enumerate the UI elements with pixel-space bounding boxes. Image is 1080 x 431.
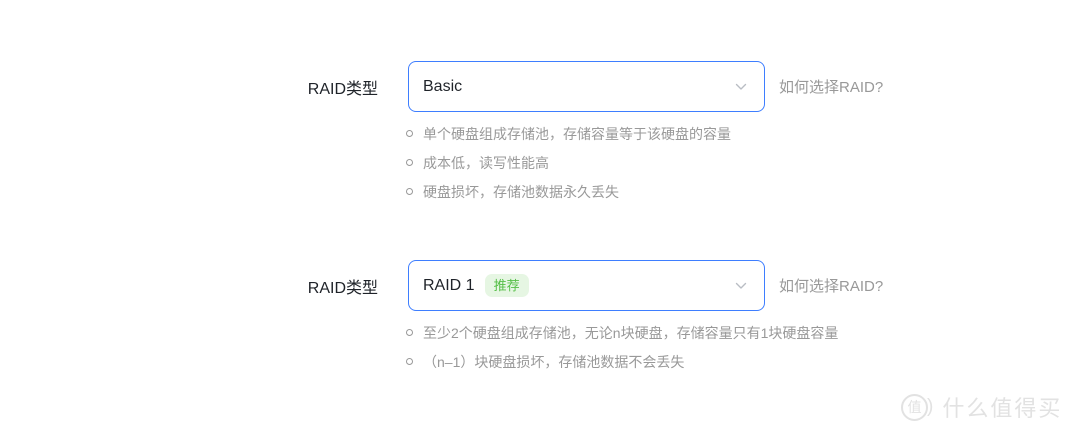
smzdm-watermark: 值 ) 什么值得买: [901, 391, 1062, 423]
bullet-text: 单个硬盘组成存储池，存储容量等于该硬盘的容量: [423, 125, 731, 142]
raid-help-link[interactable]: 如何选择RAID?: [779, 278, 884, 295]
raid-type-label: RAID类型: [307, 279, 378, 297]
list-item: （n–1）块硬盘损坏，存储池数据不会丢失: [406, 347, 838, 376]
bullet-text: 硬盘损坏，存储池数据永久丢失: [423, 183, 619, 200]
chevron-down-icon: [735, 282, 747, 289]
raid-type-select[interactable]: Basic: [408, 61, 765, 112]
bullet-text: 成本低，读写性能高: [423, 154, 549, 171]
smzdm-logo-paren: ): [927, 396, 934, 417]
raid-type-label: RAID类型: [307, 80, 378, 98]
raid-help-link[interactable]: 如何选择RAID?: [779, 79, 884, 96]
bullet-text: 至少2个硬盘组成存储池，无论n块硬盘，存储容量只有1块硬盘容量: [423, 324, 839, 341]
raid-type-row-basic: RAID类型 Basic 如何选择RAID?: [0, 61, 1080, 112]
bullet-text: （n–1）块硬盘损坏，存储池数据不会丢失: [423, 353, 685, 370]
bullet-icon: [406, 358, 413, 365]
watermark-text: 什么值得买: [942, 396, 1063, 421]
raid-description-list: 至少2个硬盘组成存储池，无论n块硬盘，存储容量只有1块硬盘容量 （n–1）块硬盘…: [406, 318, 838, 376]
bullet-icon: [406, 130, 413, 137]
bullet-icon: [406, 329, 413, 336]
bullet-icon: [406, 159, 413, 166]
chevron-down-icon: [735, 83, 747, 90]
raid-type-select[interactable]: RAID 1 推荐: [408, 260, 765, 311]
bullet-icon: [406, 188, 413, 195]
raid-type-row-raid1: RAID类型 RAID 1 推荐 如何选择RAID?: [0, 260, 1080, 311]
recommended-badge: 推荐: [484, 274, 529, 297]
raid-description-list: 单个硬盘组成存储池，存储容量等于该硬盘的容量 成本低，读写性能高 硬盘损坏，存储…: [406, 119, 731, 206]
list-item: 成本低，读写性能高: [406, 148, 731, 177]
list-item: 硬盘损坏，存储池数据永久丢失: [406, 177, 731, 206]
list-item: 单个硬盘组成存储池，存储容量等于该硬盘的容量: [406, 119, 731, 148]
list-item: 至少2个硬盘组成存储池，无论n块硬盘，存储容量只有1块硬盘容量: [406, 318, 838, 347]
smzdm-logo-icon: 值 ): [901, 393, 934, 421]
smzdm-logo-char: 值: [901, 393, 928, 421]
select-value: Basic: [423, 77, 463, 95]
select-value: RAID 1: [423, 276, 475, 294]
